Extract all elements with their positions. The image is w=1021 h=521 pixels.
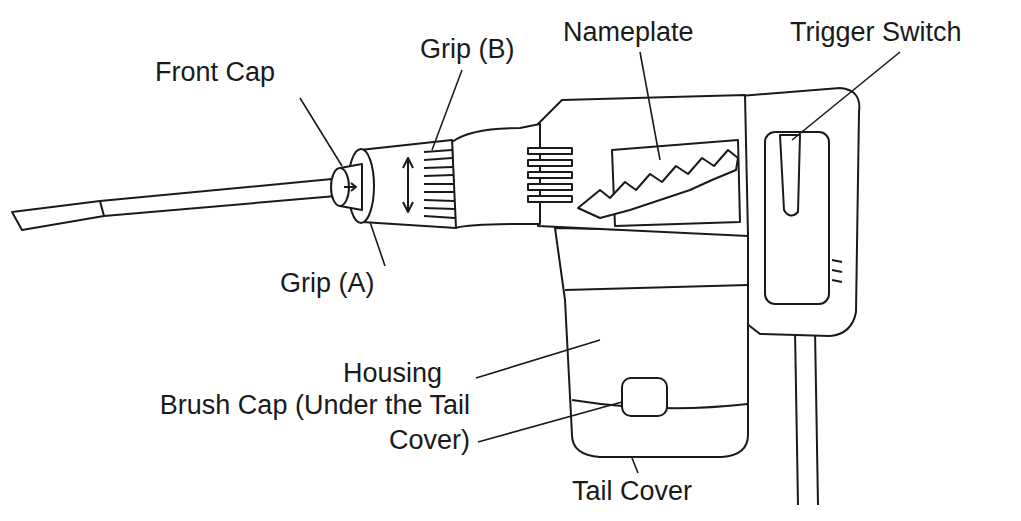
housing xyxy=(555,228,748,457)
barrel xyxy=(452,124,540,228)
part-label: Front Cap xyxy=(155,55,275,90)
leader-line xyxy=(432,70,462,150)
leader-line xyxy=(370,222,385,266)
part-label: Grip (B) xyxy=(420,32,515,67)
part-label: Trigger Switch xyxy=(790,15,962,50)
brush-cap xyxy=(622,378,667,416)
handle-ribs xyxy=(832,260,842,282)
leader-line xyxy=(792,52,900,140)
trigger-switch xyxy=(780,135,800,216)
grip-ribs xyxy=(424,150,455,218)
cord-line xyxy=(795,330,798,505)
rotation-arrow xyxy=(403,158,413,212)
direction-arrow xyxy=(344,183,356,191)
cord-line xyxy=(815,330,818,505)
hammer-drawing xyxy=(12,88,859,505)
leader-line xyxy=(640,52,660,160)
housing-seam xyxy=(565,285,748,290)
handle-opening xyxy=(765,132,829,304)
part-label: Tail Cover xyxy=(572,474,692,509)
part-label: Housing xyxy=(343,356,442,391)
leader-line xyxy=(632,458,638,473)
leader-line xyxy=(476,340,600,378)
part-label: Grip (A) xyxy=(280,266,375,301)
vent-slot xyxy=(528,196,572,202)
part-label: Brush Cap (Under the Tail Cover) xyxy=(100,388,470,458)
part-label: Nameplate xyxy=(563,15,694,50)
vent-slot xyxy=(528,148,572,154)
vent-slot xyxy=(528,184,572,190)
vent-slot xyxy=(528,172,572,178)
leader-line xyxy=(300,98,342,166)
handle xyxy=(740,88,859,336)
grip-ribs xyxy=(578,150,738,218)
chisel-edge xyxy=(100,201,104,216)
chisel-bit xyxy=(12,179,336,230)
vent-slots xyxy=(528,148,572,202)
vent-slot xyxy=(528,160,572,166)
leader-line xyxy=(478,402,622,442)
